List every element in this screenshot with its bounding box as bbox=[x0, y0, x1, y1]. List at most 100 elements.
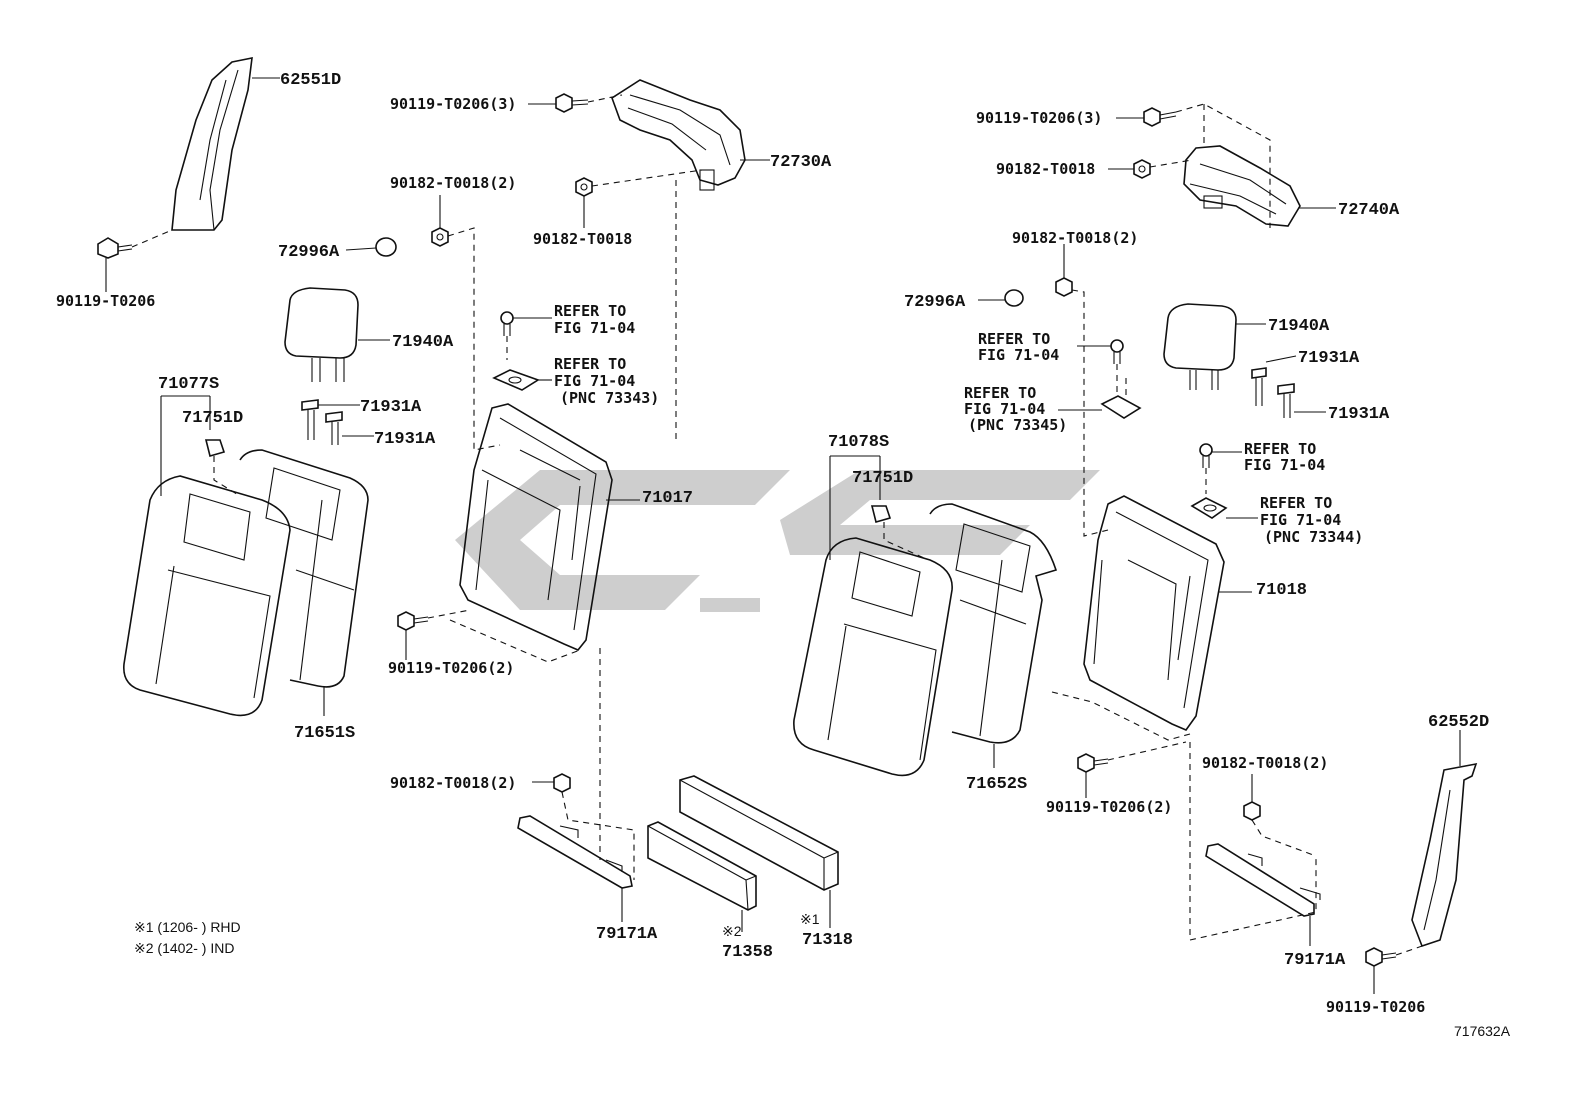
clip-71751d-left bbox=[204, 439, 226, 457]
refer-right-2c: (PNC 73345) bbox=[968, 416, 1067, 434]
seatback-cover-71077s bbox=[123, 475, 291, 717]
refer-right-3a: REFER TO bbox=[1244, 440, 1316, 458]
bolt-90119-left bbox=[97, 237, 133, 259]
label-71017: 71017 bbox=[642, 489, 693, 508]
pad-71318 bbox=[679, 775, 839, 891]
nut-90182-left bbox=[575, 177, 593, 197]
headrest-guide-71931a-left-2 bbox=[325, 411, 343, 445]
cap-72996a-left bbox=[375, 237, 397, 257]
label-90182-t0018-2-left-top: 90182-T0018(2) bbox=[390, 174, 516, 192]
bolt-90119-2-left bbox=[397, 611, 429, 631]
bolt-refer-right-1 bbox=[1110, 339, 1124, 364]
refer-right-4a: REFER TO bbox=[1260, 494, 1332, 512]
hinge-bracket-79171a-left bbox=[517, 815, 633, 889]
refer-left-1a: REFER TO bbox=[554, 302, 626, 320]
refer-right-4c: (PNC 73344) bbox=[1264, 528, 1363, 546]
label-62551d: 62551D bbox=[280, 71, 341, 90]
label-71651s: 71651S bbox=[294, 724, 355, 743]
pillar-trim-62551d bbox=[171, 56, 253, 231]
label-71940a-right: 71940A bbox=[1268, 317, 1330, 336]
diagram-id: 717632A bbox=[1454, 1023, 1511, 1039]
headrest-71940a-left bbox=[284, 287, 359, 382]
note-1: ※1 (1206- ) RHD bbox=[134, 919, 241, 935]
mark-1: ※1 bbox=[800, 911, 820, 927]
label-90119-t0206-2-left: 90119-T0206(2) bbox=[388, 659, 514, 677]
refer-left-2a: REFER TO bbox=[554, 355, 626, 373]
label-79171a-left: 79171A bbox=[596, 925, 658, 944]
nut-90182-2-left-bottom bbox=[553, 773, 571, 793]
label-71751d-left: 71751D bbox=[182, 409, 243, 428]
label-90182-t0018-2-right-bottom: 90182-T0018(2) bbox=[1202, 754, 1328, 772]
refer-right-2b: FIG 71-04 bbox=[964, 400, 1045, 418]
label-71318: 71318 bbox=[802, 931, 853, 950]
refer-left-2b: FIG 71-04 bbox=[554, 372, 635, 390]
headrest-guide-71931a-left-1 bbox=[301, 399, 319, 440]
headrest-guide-71931a-right-2 bbox=[1277, 383, 1295, 418]
refer-right-3b: FIG 71-04 bbox=[1244, 456, 1325, 474]
clip-71751d-right bbox=[870, 505, 892, 523]
label-72740a: 72740A bbox=[1338, 201, 1400, 220]
label-62552d: 62552D bbox=[1428, 713, 1489, 732]
label-90119-t0206-2-right: 90119-T0206(2) bbox=[1046, 798, 1172, 816]
refer-left-1b: FIG 71-04 bbox=[554, 319, 635, 337]
label-79171a-right: 79171A bbox=[1284, 951, 1346, 970]
plate-73345 bbox=[1100, 395, 1142, 419]
label-71652s: 71652S bbox=[966, 775, 1027, 794]
headrest-71940a-right bbox=[1163, 303, 1237, 390]
label-71078s: 71078S bbox=[828, 433, 889, 452]
hinge-bracket-79171a-right bbox=[1205, 843, 1321, 917]
label-71358: 71358 bbox=[722, 943, 773, 962]
seatback-cover-71078s bbox=[793, 537, 953, 777]
mark-2: ※2 bbox=[722, 923, 742, 939]
label-90182-t0018-2-right-top: 90182-T0018(2) bbox=[1012, 229, 1138, 247]
plate-73343 bbox=[492, 369, 540, 391]
bolt-90119-2-right bbox=[1077, 753, 1109, 773]
pad-71358 bbox=[647, 821, 757, 911]
nut-90182-right bbox=[1133, 159, 1151, 179]
label-90182-t0018-left: 90182-T0018 bbox=[533, 230, 632, 248]
label-71931a-left-1: 71931A bbox=[360, 398, 422, 417]
label-71931a-right-2: 71931A bbox=[1328, 405, 1390, 424]
headrest-guide-71931a-right-1 bbox=[1251, 367, 1267, 406]
label-90119-t0206-3-right: 90119-T0206(3) bbox=[976, 109, 1102, 127]
label-71931a-right-1: 71931A bbox=[1298, 349, 1360, 368]
seatback-frame-71018 bbox=[1083, 495, 1225, 731]
refer-right-1b: FIG 71-04 bbox=[978, 346, 1059, 364]
label-90182-t0018-2-left-bottom: 90182-T0018(2) bbox=[390, 774, 516, 792]
seatback-pad-71651s bbox=[239, 449, 369, 688]
bolt-refer-left bbox=[500, 311, 514, 336]
bolt-refer-right-2 bbox=[1199, 443, 1213, 468]
seat-bracket-72730a bbox=[611, 79, 746, 191]
bolt-90119-3-left bbox=[555, 93, 589, 113]
seatback-frame-71017 bbox=[459, 403, 613, 651]
bolt-90119-3-right bbox=[1143, 107, 1177, 127]
pillar-trim-62552d bbox=[1411, 762, 1478, 948]
label-71931a-left-2: 71931A bbox=[374, 430, 436, 449]
label-90119-t0206-right: 90119-T0206 bbox=[1326, 998, 1425, 1016]
label-90119-t0206-3-left: 90119-T0206(3) bbox=[390, 95, 516, 113]
seat-bracket-72740a bbox=[1183, 145, 1301, 227]
label-72996a-left: 72996A bbox=[278, 243, 340, 262]
part-labels: 62551D 90119-T0206 90119-T0206(3) 72730A… bbox=[56, 71, 1511, 1039]
label-71940a-left: 71940A bbox=[392, 333, 454, 352]
cap-72996a-right bbox=[1004, 289, 1024, 307]
nut-90182-2-right-top bbox=[1055, 277, 1073, 297]
label-90119-t0206-left: 90119-T0206 bbox=[56, 292, 155, 310]
label-72996a-right: 72996A bbox=[904, 293, 966, 312]
refer-right-1a: REFER TO bbox=[978, 330, 1050, 348]
refer-right-2a: REFER TO bbox=[964, 384, 1036, 402]
label-72730a: 72730A bbox=[770, 153, 832, 172]
label-71751d-right: 71751D bbox=[852, 469, 913, 488]
nut-90182-2-left-top bbox=[431, 227, 449, 247]
label-71077s: 71077S bbox=[158, 375, 219, 394]
watermark-logo bbox=[455, 470, 1100, 612]
refer-left-2c: (PNC 73343) bbox=[560, 389, 659, 407]
label-90182-t0018-right: 90182-T0018 bbox=[996, 160, 1095, 178]
plate-73344 bbox=[1190, 497, 1228, 519]
label-71018: 71018 bbox=[1256, 581, 1307, 600]
refer-right-4b: FIG 71-04 bbox=[1260, 511, 1341, 529]
seatback-pad-71652s bbox=[929, 503, 1058, 744]
note-2: ※2 (1402- ) IND bbox=[134, 940, 234, 956]
bolt-90119-right bbox=[1365, 947, 1397, 967]
